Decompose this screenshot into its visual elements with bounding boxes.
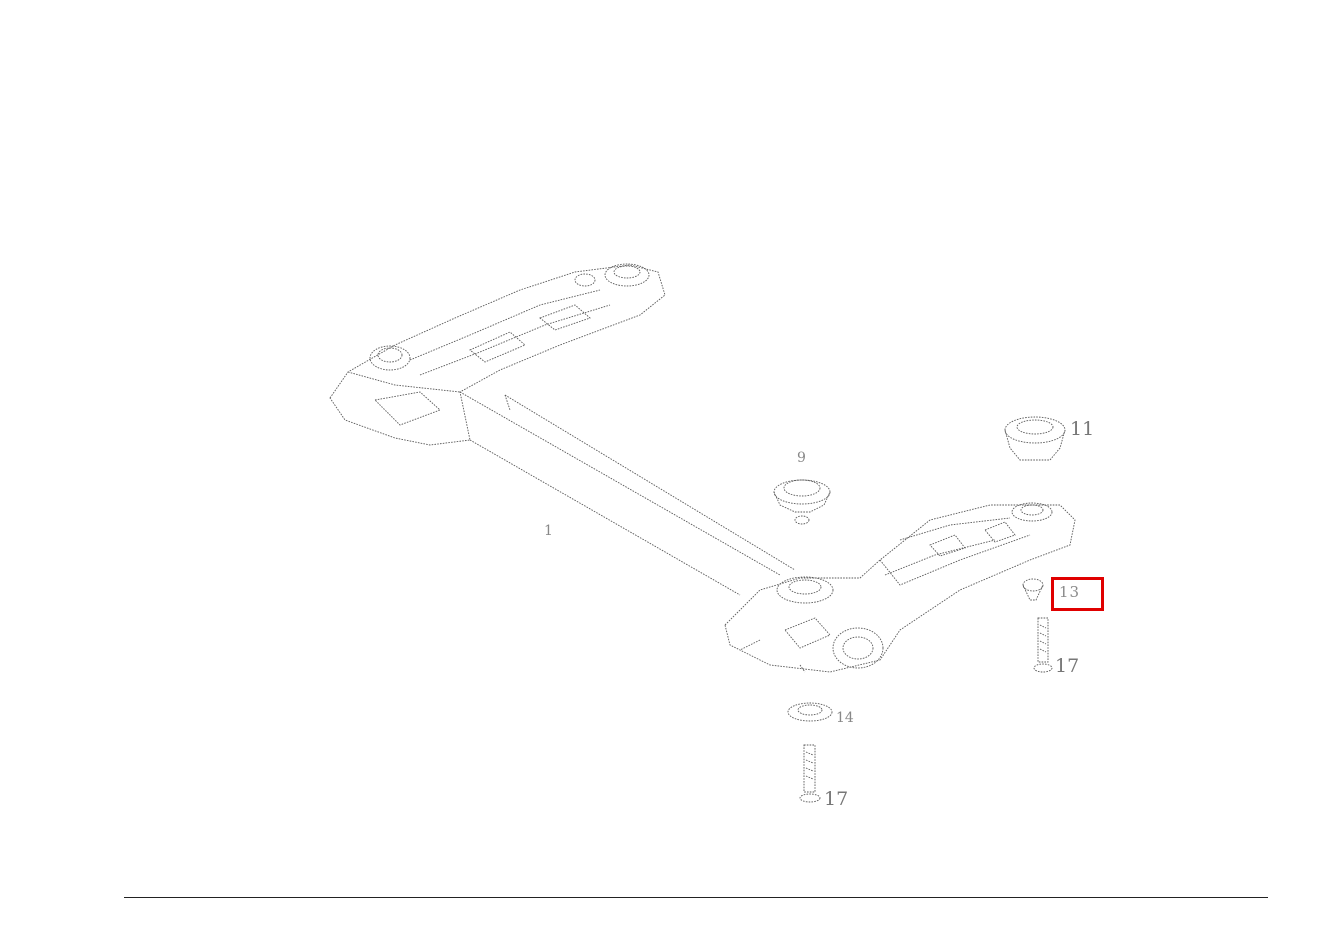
callout-mount-right: 11 — [1070, 418, 1094, 440]
highlight-box — [1051, 577, 1104, 611]
subframe-right-section — [724, 504, 1076, 673]
part-13-washer — [1022, 578, 1044, 601]
callout-subframe: 1 — [544, 523, 553, 539]
left-mount-bushing — [369, 263, 650, 371]
cross-tube — [459, 391, 796, 596]
callout-mount-top: 9 — [797, 450, 806, 466]
part-9-bushing — [773, 479, 831, 525]
part-11-bushing — [1004, 416, 1066, 461]
callout-bolt-bottom: 17 — [824, 788, 848, 810]
footer-rule — [124, 897, 1268, 898]
callout-highlighted: 13 — [1059, 583, 1081, 601]
part-14-washer — [787, 702, 833, 722]
callout-bolt-right: 17 — [1055, 655, 1079, 677]
callout-washer-bottom: 14 — [836, 710, 854, 726]
center-mount-point — [776, 502, 1053, 604]
part-17-right-bolt — [1033, 617, 1053, 673]
part-17-bottom-bolt — [799, 744, 821, 803]
subframe-left-arm — [329, 264, 666, 446]
